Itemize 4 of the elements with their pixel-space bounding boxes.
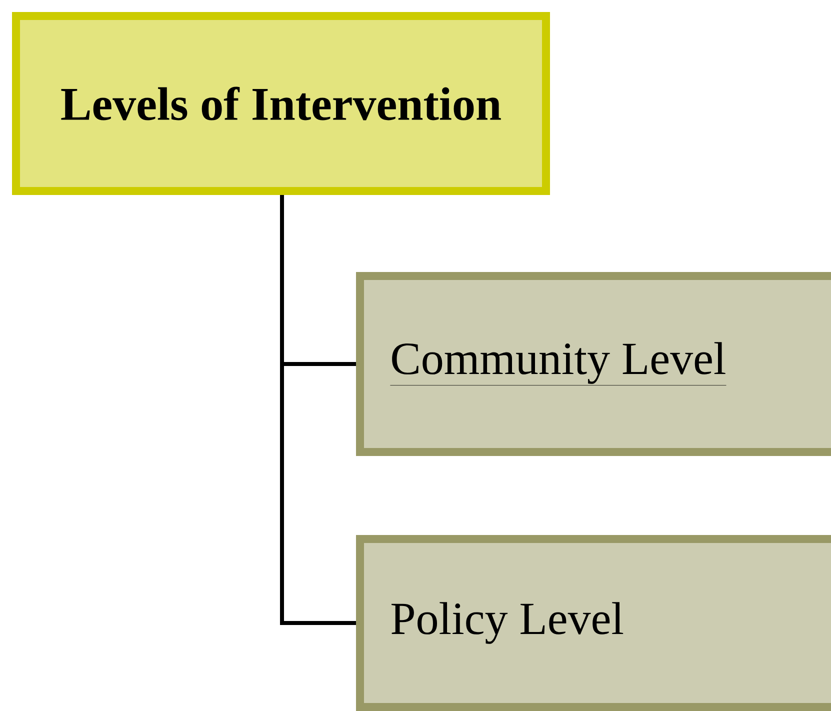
level-box: Policy Level [356,534,831,711]
level-box: Community Level [356,272,831,456]
connector [280,194,356,625]
title-box: Levels of Intervention [12,12,550,195]
